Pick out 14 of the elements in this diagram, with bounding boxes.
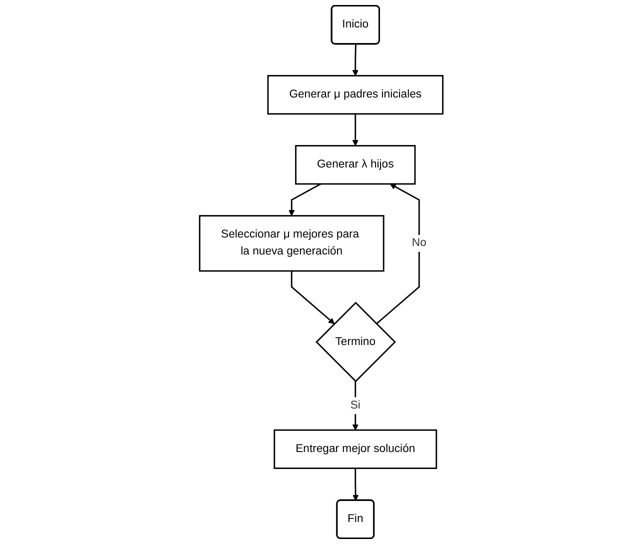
arrow: [352, 381, 358, 430]
edge-label: Si: [350, 399, 360, 412]
node-box: Seleccionar μ mejores para la nueva generación: [198, 215, 384, 272]
edge-label: No: [412, 237, 426, 250]
arrow: [352, 114, 358, 146]
arrow: [352, 468, 358, 501]
arrow: [352, 44, 358, 76]
node-box: Generar λ hijos: [294, 145, 416, 185]
arrow: [288, 183, 321, 216]
node-box: Entregar mejor solución: [273, 429, 437, 469]
arrow: [290, 270, 334, 324]
node-box: Generar μ padres iniciales: [267, 75, 444, 115]
arrow: [376, 184, 420, 324]
node-diamond: Termino: [315, 302, 396, 382]
